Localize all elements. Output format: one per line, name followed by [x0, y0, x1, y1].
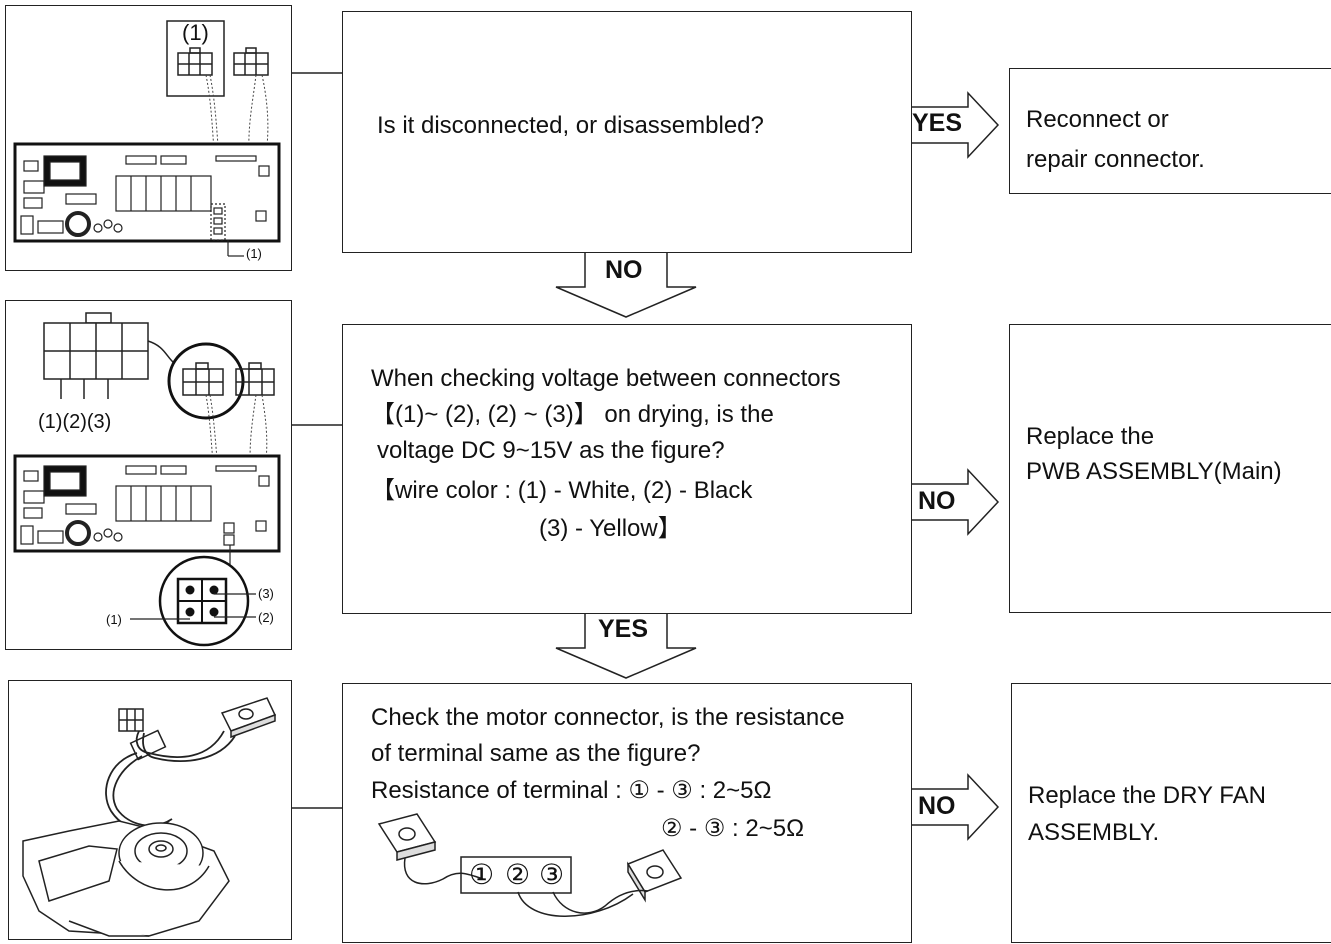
figure-label-top: (1)	[182, 20, 209, 45]
action-box-2: Replace the PWB ASSEMBLY(Main)	[1009, 324, 1331, 613]
question-line-2d: 【wire color : (1) - White, (2) - Black	[371, 477, 753, 504]
figure-box-3	[8, 680, 292, 940]
no-arrow-right-2	[912, 468, 1000, 536]
question-box-3: Check the motor connector, is the resist…	[342, 683, 912, 943]
action-box-3: Replace the DRY FAN ASSEMBLY.	[1011, 683, 1331, 943]
action-line-1b: repair connector.	[1026, 146, 1205, 173]
action-line-3b: ASSEMBLY.	[1028, 819, 1160, 846]
no-arrow-down-1	[555, 253, 697, 318]
question-line-2e: (3) - Yellow】	[539, 515, 682, 542]
figure-box-2: (1)(2)(3) (3) (2) (1)	[5, 300, 292, 650]
question-line-2c: voltage DC 9~15V as the figure?	[377, 437, 725, 464]
question-line-3a: Check the motor connector, is the resist…	[371, 704, 845, 731]
question-box-1: Is it disconnected, or disassembled?	[342, 11, 912, 253]
no-label-1: NO	[605, 256, 643, 284]
terminal-2: ②	[505, 859, 531, 890]
figure-label-bottom: (1)	[246, 246, 262, 261]
yes-label-1: YES	[912, 109, 963, 137]
action-line-1a: Reconnect or	[1026, 106, 1169, 133]
terminal-3: ③	[539, 859, 565, 890]
question-line-2a: When checking voltage between connectors	[371, 365, 841, 392]
no-label-2: NO	[918, 487, 956, 515]
question-line-3c: Resistance of terminal : ① - ③ : 2~5Ω	[371, 777, 772, 804]
action-box-1: Reconnect or repair connector.	[1009, 68, 1331, 194]
action-line-2b: PWB ASSEMBLY(Main)	[1026, 458, 1282, 485]
figure-label-3: (3)	[258, 586, 274, 601]
terminal-1: ①	[469, 859, 495, 890]
question-box-2: When checking voltage between connectors…	[342, 324, 912, 614]
action-line-3a: Replace the DRY FAN	[1028, 782, 1266, 809]
yes-label-2: YES	[598, 615, 649, 643]
no-label-3: NO	[918, 792, 956, 820]
no-arrow-right-3	[912, 773, 1000, 841]
motor-terminal-figure	[377, 813, 683, 917]
figure-box-1: (1) (1)	[5, 5, 292, 271]
question-text-1: Is it disconnected, or disassembled?	[377, 112, 764, 139]
question-line-3b: of terminal same as the figure?	[371, 740, 701, 767]
figure-label-1: (1)	[106, 612, 122, 627]
dry-fan-figure	[22, 697, 277, 937]
pwb-connector-figure-1	[13, 20, 281, 257]
yes-arrow-down-2	[555, 614, 697, 679]
question-line-2b: 【(1)~ (2), (2) ~ (3)】 on drying, is the	[371, 401, 774, 428]
pwb-connector-figure-2	[13, 312, 281, 647]
figure-label-123: (1)(2)(3)	[38, 411, 112, 433]
yes-arrow-right-1	[912, 91, 1000, 159]
figure-label-2: (2)	[258, 610, 274, 625]
question-line-3d: ② - ③ : 2~5Ω	[661, 815, 805, 842]
action-line-2a: Replace the	[1026, 423, 1155, 450]
